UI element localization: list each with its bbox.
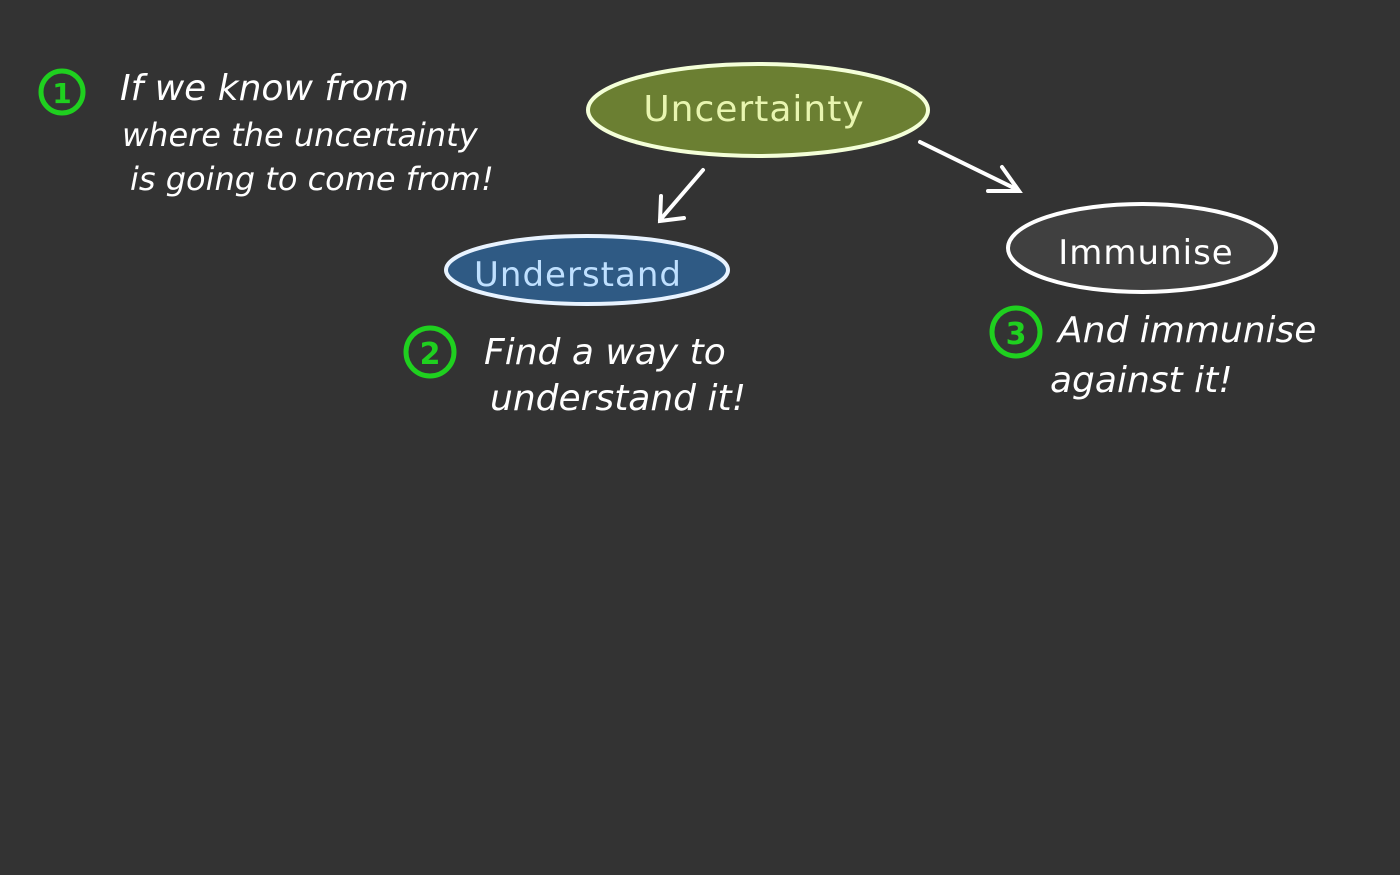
number-circle-two: [403, 325, 457, 379]
number-one: 1: [52, 77, 71, 110]
number-three: 3: [1006, 317, 1027, 352]
node-understand-ellipse: [444, 234, 730, 306]
node-uncertainty-label: Uncertainty: [643, 89, 864, 130]
node-understand-label: Understand: [474, 255, 682, 295]
note-three-line-2: against it!: [1050, 360, 1233, 401]
note-one-line-2: where the uncertainty: [122, 116, 479, 154]
node-understand: Understand: [444, 234, 730, 306]
note-two: 2 Find a way to understand it!: [403, 325, 746, 419]
node-uncertainty: Uncertainty: [586, 62, 930, 158]
note-three-line-1: And immunise: [1056, 310, 1316, 351]
node-uncertainty-ellipse: [586, 62, 930, 158]
note-two-line-1: Find a way to: [484, 332, 726, 373]
node-immunise: Immunise: [1006, 202, 1278, 294]
note-one-line-3: is going to come from!: [130, 160, 494, 198]
note-one: 1 If we know from where the uncertainty …: [38, 68, 494, 198]
note-two-line-2: understand it!: [490, 378, 746, 419]
arrow-to-understand: [657, 168, 705, 224]
number-circle-three: [989, 305, 1043, 359]
node-immunise-ellipse: [1006, 202, 1278, 294]
note-three: 3 And immunise against it!: [989, 305, 1316, 401]
arrow-to-immunise: [918, 140, 1023, 193]
node-immunise-label: Immunise: [1058, 233, 1233, 273]
number-two: 2: [420, 337, 441, 372]
note-one-line-1: If we know from: [120, 68, 409, 109]
number-circle-one: [38, 68, 86, 116]
